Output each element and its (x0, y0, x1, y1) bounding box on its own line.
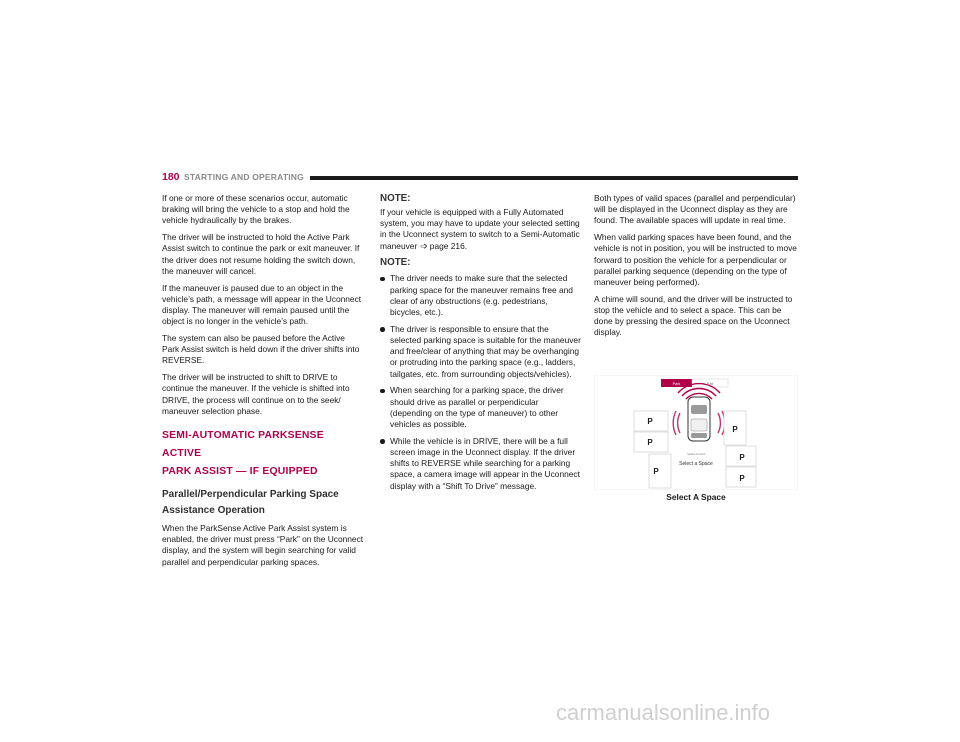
paragraph: If one or more of these scenarios occur,… (162, 193, 350, 226)
tab-park-label: Park (673, 382, 681, 386)
watermark: carmanualsonline.info (556, 700, 771, 725)
parking-space (633, 431, 669, 453)
paragraph: The system can also be paused before the… (162, 333, 360, 366)
select-space-prompt: Select a Space (679, 461, 713, 467)
column-left: If one or more of these scenarios occur,… (162, 193, 364, 573)
paragraph: If the maneuver is paused due to an obje… (162, 282, 362, 327)
tab-park (661, 379, 692, 387)
bullet-list: The driver needs to make sure that the s… (380, 273, 582, 491)
p-marker: P (647, 438, 653, 447)
section-heading-line1: SEMI-AUTOMATIC PARKSENSE ACTIVE (162, 430, 324, 460)
section-heading-line2: PARK ASSIST — IF EQUIPPED (162, 466, 318, 478)
note-label: NOTE: (380, 193, 411, 204)
tab-exit-label: Exit (707, 382, 714, 386)
paragraph: A chime will sound, and the driver will … (594, 293, 793, 338)
parking-space (725, 445, 757, 467)
figure-caption: Select A Space (666, 492, 726, 502)
parking-space (725, 466, 757, 488)
paragraph: The driver will be instructed to shift t… (162, 372, 350, 416)
note-text: If your vehicle is equipped with a Fully… (380, 207, 582, 252)
paragraph: When the ParkSense Active Park Assist sy… (162, 523, 364, 567)
header-rule (310, 176, 798, 180)
list-item: The driver needs to make sure that the s… (380, 273, 582, 318)
parking-space (648, 453, 672, 489)
vehicle-icon (687, 396, 711, 442)
p-marker: P (653, 467, 659, 476)
p-marker: P (647, 417, 653, 426)
column-middle: NOTE: If your vehicle is equipped with a… (380, 193, 582, 497)
page-reference-link[interactable]: page 216. (429, 240, 468, 251)
section-heading: SEMI-AUTOMATIC PARKSENSE ACTIVE PARK ASS… (162, 427, 364, 481)
subheading: Parallel/Perpendicular Parking Space Ass… (162, 489, 339, 517)
parking-space (723, 410, 747, 446)
list-item: While the vehicle is in DRIVE, there wil… (380, 436, 582, 492)
tab-exit (691, 378, 729, 388)
page-reference-arrow-icon: ➩ (420, 240, 428, 251)
space-found-text: Space Found (687, 452, 705, 456)
paragraph: When valid parking spaces have been foun… (594, 232, 797, 288)
column-right: Both types of valid spaces (parallel and… (594, 193, 798, 344)
note-label: NOTE: (380, 257, 411, 269)
p-marker: P (732, 425, 738, 434)
section-title: STARTING AND OPERATING (184, 172, 304, 182)
p-marker: P (739, 453, 745, 462)
p-marker: P (739, 474, 745, 483)
paragraph: Both types of valid spaces (parallel and… (594, 193, 796, 226)
parking-space (633, 410, 669, 432)
paragraph: The driver will be instructed to hold th… (162, 232, 360, 276)
page-number: 180 (162, 171, 180, 183)
page-header: 180 STARTING AND OPERATING (162, 171, 798, 185)
list-item: The driver is responsible to ensure that… (380, 324, 582, 380)
list-item: When searching for a parking space, the … (380, 385, 582, 430)
select-space-figure: Park Exit P (593, 374, 799, 491)
note-body: If your vehicle is equipped with a Fully… (380, 207, 580, 251)
